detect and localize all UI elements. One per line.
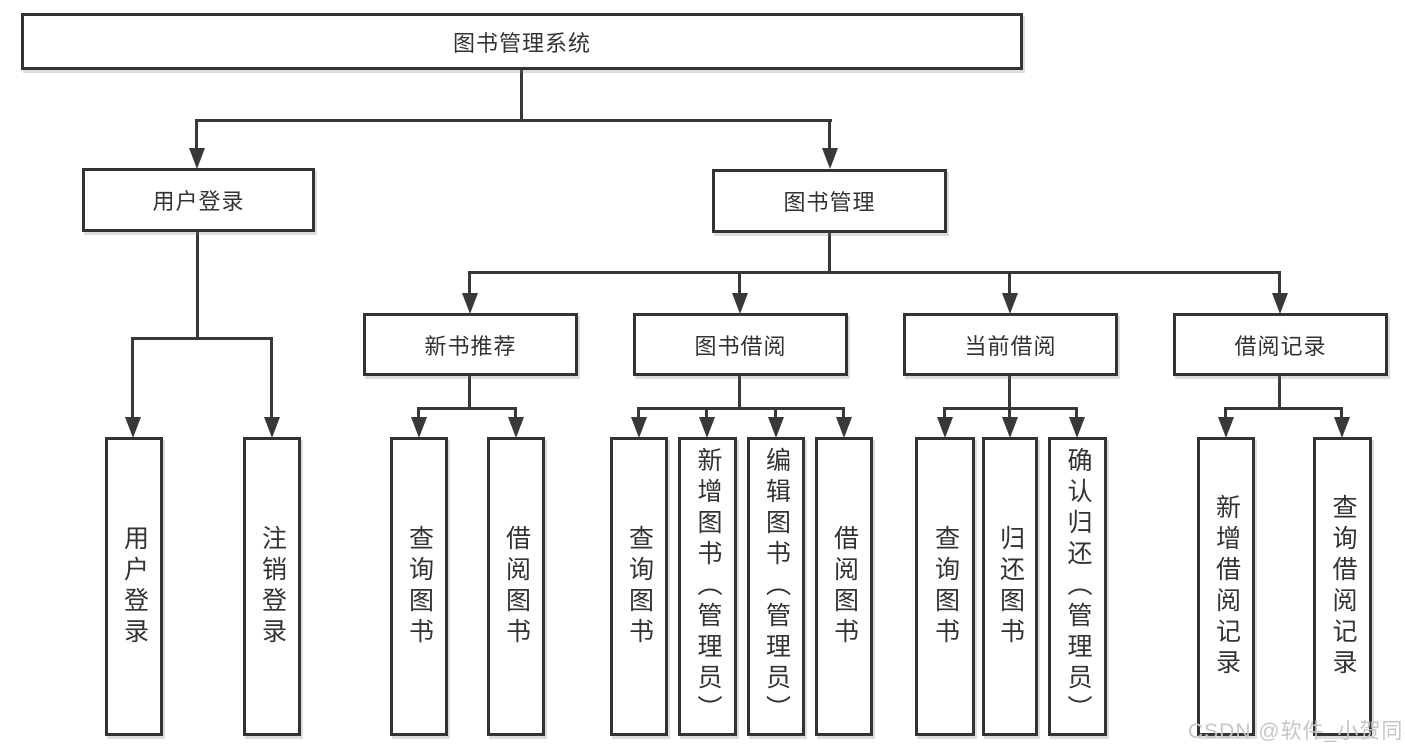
connector-stub (1340, 407, 1343, 419)
node-book-borrow: 图书借阅 (633, 313, 848, 376)
arrow-down-icon (836, 417, 852, 438)
node-current-borrow: 当前借阅 (903, 313, 1118, 376)
connector-stub (1008, 407, 1011, 419)
node-new-book-recommend: 新书推荐 (363, 313, 578, 376)
arrow-down-icon (411, 417, 427, 438)
arrow-down-icon (1334, 417, 1350, 438)
arrow-down-icon (1002, 417, 1018, 438)
connector-down (1278, 376, 1281, 409)
arrow-down-icon (937, 417, 953, 438)
leaf-query-borrow-record-label: 查询借阅记录 (1329, 493, 1357, 680)
connector-stub (774, 407, 777, 419)
connector-stub (738, 271, 741, 295)
leaf-borrow-books-2-label: 借阅图书 (830, 524, 859, 649)
arrow-down-icon (189, 148, 205, 169)
leaf-borrow-books-2: 借阅图书 (815, 437, 873, 736)
leaf-borrow-books-1: 借阅图书 (487, 437, 545, 736)
connector-split (1224, 407, 1343, 410)
connector-split (637, 407, 845, 410)
connector-book-mgmt-split (468, 271, 1281, 274)
node-book-management: 图书管理 (712, 169, 947, 233)
leaf-add-books-admin: 新增图书（管理员） (678, 437, 737, 736)
connector-root-split (195, 119, 832, 122)
connector-down (468, 376, 471, 409)
connector-stub-user-login (195, 119, 198, 150)
leaf-user-login: 用户登录 (105, 437, 163, 736)
leaf-query-books-3-label: 查询图书 (931, 524, 960, 649)
leaf-query-books-3: 查询图书 (915, 437, 975, 736)
leaf-return-books: 归还图书 (982, 437, 1038, 736)
arrow-down-icon (462, 293, 478, 314)
node-new-book-recommend-label: 新书推荐 (424, 333, 517, 359)
leaf-query-books-1: 查询图书 (390, 437, 448, 736)
connector-down (1008, 376, 1011, 409)
connector-stub (637, 407, 640, 419)
connector-stub (270, 337, 273, 419)
leaf-return-books-label: 归还图书 (996, 524, 1025, 649)
connector-stub-book-mgmt (828, 119, 831, 150)
arrow-down-icon (508, 417, 524, 438)
arrow-down-icon (768, 417, 784, 438)
node-user-login: 用户登录 (82, 168, 315, 232)
watermark: CSDN @软件_小贺同学 (1188, 720, 1405, 743)
leaf-add-borrow-record-label: 新增借阅记录 (1212, 493, 1241, 680)
leaf-query-books-1-label: 查询图书 (405, 524, 434, 649)
node-current-borrow-label: 当前借阅 (964, 333, 1057, 359)
node-root: 图书管理系统 (21, 13, 1023, 70)
node-borrow-records-label: 借阅记录 (1234, 333, 1327, 359)
arrow-down-icon (732, 293, 748, 314)
arrow-down-icon (822, 148, 838, 169)
node-book-management-label: 图书管理 (783, 190, 876, 215)
connector-down (738, 376, 741, 409)
connector-stub (514, 407, 517, 419)
leaf-confirm-return-admin: 确认归还（管理员） (1048, 437, 1107, 736)
connector-stub (842, 407, 845, 419)
connector-stub (1075, 407, 1078, 419)
arrow-down-icon (1069, 417, 1085, 438)
connector-stub (131, 337, 134, 419)
leaf-logout-login-label: 注销登录 (258, 524, 287, 649)
connector-stub (1008, 271, 1011, 295)
connector-root-down (520, 70, 523, 120)
connector-split (417, 407, 517, 410)
connector-stub (705, 407, 708, 419)
arrow-down-icon (1272, 293, 1288, 314)
node-root-label: 图书管理系统 (452, 30, 591, 56)
connector-stub (943, 407, 946, 419)
leaf-query-borrow-record: 查询借阅记录 (1313, 437, 1372, 736)
leaf-add-books-admin-label: 新增图书（管理员） (694, 447, 722, 726)
leaf-confirm-return-admin-label: 确认归还（管理员） (1064, 447, 1092, 726)
node-book-borrow-label: 图书借阅 (694, 333, 787, 359)
arrow-down-icon (125, 417, 141, 438)
connector-stub (1278, 271, 1281, 295)
arrow-down-icon (1218, 417, 1234, 438)
leaf-query-books-2-label: 查询图书 (625, 524, 654, 649)
leaf-query-books-2: 查询图书 (610, 437, 668, 736)
leaf-borrow-books-1-label: 借阅图书 (502, 524, 531, 649)
arrow-down-icon (699, 417, 715, 438)
arrow-down-icon (631, 417, 647, 438)
connector-book-mgmt-down (828, 233, 831, 273)
connector-stub (468, 271, 471, 295)
leaf-edit-books-admin-label: 编辑图书（管理员） (762, 447, 791, 726)
connector-user-login-down (196, 232, 199, 338)
leaf-edit-books-admin: 编辑图书（管理员） (747, 437, 805, 736)
leaf-add-borrow-record: 新增借阅记录 (1197, 437, 1255, 736)
arrow-down-icon (264, 417, 280, 438)
connector-stub (1224, 407, 1227, 419)
node-user-login-label: 用户登录 (152, 189, 245, 214)
arrow-down-icon (1002, 293, 1018, 314)
node-borrow-records: 借阅记录 (1173, 313, 1388, 376)
leaf-logout-login: 注销登录 (243, 437, 301, 736)
connector-user-login-split (131, 337, 273, 340)
leaf-user-login-label: 用户登录 (120, 524, 149, 649)
connector-stub (417, 407, 420, 419)
